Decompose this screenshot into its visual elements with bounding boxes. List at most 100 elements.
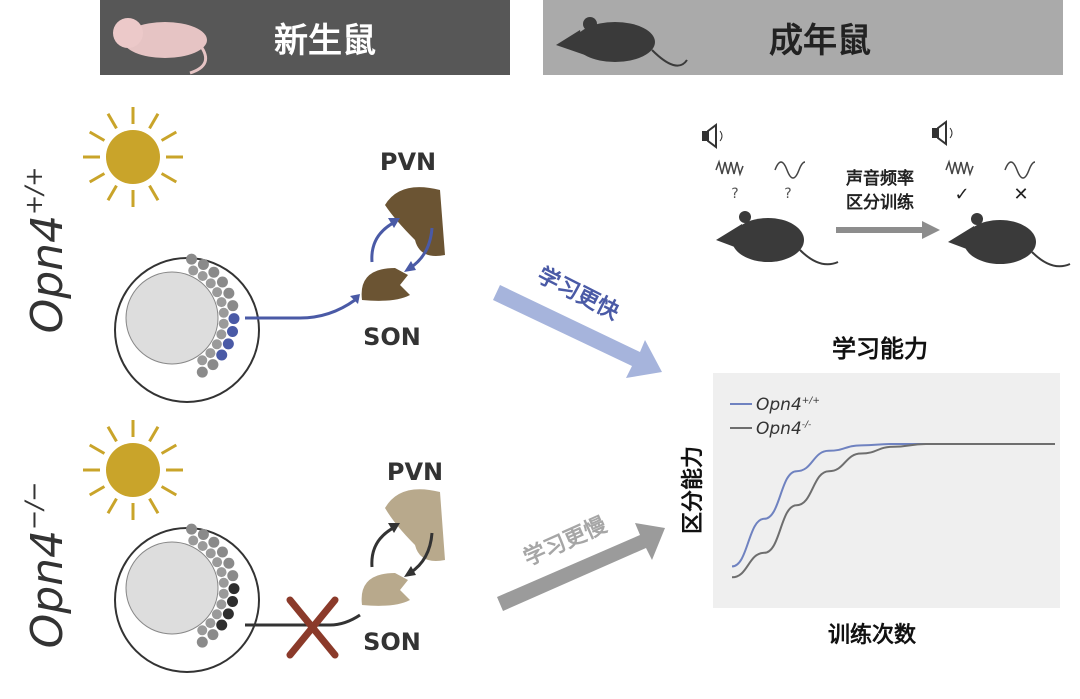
- retina-cell: [228, 583, 240, 595]
- mouse-before-icon: [716, 211, 839, 266]
- retina-cell: [216, 546, 228, 558]
- retina-cell: [196, 366, 208, 378]
- retina-cell: [197, 271, 208, 282]
- low-frequency-wave-icon: [774, 161, 806, 179]
- retina-cell: [228, 313, 240, 325]
- retina-cell: [197, 625, 208, 636]
- retina-cell: [197, 541, 208, 552]
- son-label-ko: SON: [363, 628, 421, 656]
- y-axis-label: 区分能力: [680, 446, 706, 534]
- legend-ko: Opn4-/-: [756, 419, 811, 439]
- retina-cell: [205, 618, 216, 629]
- check-icon: ✓: [954, 184, 969, 205]
- chart-title: 学习能力: [832, 335, 928, 363]
- retina-cell: [218, 577, 229, 588]
- newborn-header: 新生鼠: [100, 0, 510, 75]
- retina-cell: [212, 287, 223, 298]
- training-label-line2: 区分训练: [846, 192, 914, 213]
- retina-cell: [207, 359, 219, 371]
- adult-title: 成年鼠: [769, 21, 871, 61]
- retina-cell: [227, 300, 239, 312]
- speaker-icon: [702, 123, 723, 149]
- adult-mouse-icon: [556, 17, 688, 67]
- sun-ray: [88, 443, 106, 455]
- sun-ray: [148, 112, 160, 130]
- genotype-ko-label: Opn4−/−: [20, 482, 73, 649]
- sun-ray: [88, 130, 106, 142]
- retina-cell: [188, 535, 199, 546]
- sun-ray: [106, 112, 118, 130]
- retina-cell: [216, 297, 227, 308]
- blocked-x-icon: [286, 596, 339, 659]
- legend-wt: Opn4+/+: [756, 395, 820, 415]
- retina-cell: [205, 548, 216, 559]
- training-panel: ? ? ✓ ✕ 声音频率 区分训练: [702, 120, 1071, 268]
- sun-ray: [148, 425, 160, 443]
- genotype-wt-label: Opn4+/+: [20, 167, 73, 334]
- svg-text:Opn4−/−: Opn4−/−: [20, 482, 73, 649]
- plot-area: [713, 373, 1060, 608]
- retina-cell: [211, 339, 222, 350]
- newborn-title: 新生鼠: [274, 21, 376, 61]
- retina-cell: [223, 287, 235, 299]
- retina-cell: [216, 349, 228, 361]
- adult-header: 成年鼠: [543, 0, 1063, 75]
- son-label-wt: SON: [363, 323, 421, 351]
- retina-cell: [211, 609, 222, 620]
- eye-wt: [114, 253, 260, 403]
- retina-cell: [216, 599, 227, 610]
- retina-cell: [222, 338, 234, 350]
- retina-cell: [208, 536, 220, 548]
- high-frequency-wave-icon: [715, 159, 744, 177]
- slower-learning-arrow: 学习更慢: [497, 511, 665, 611]
- retina-cell: [222, 608, 234, 620]
- retina-cell: [216, 619, 228, 631]
- sun-ray: [160, 443, 178, 455]
- pvn-label-wt: PVN: [380, 148, 436, 176]
- retina-cell: [205, 348, 216, 359]
- retina-cell: [197, 259, 209, 271]
- retina-cell: [186, 523, 198, 535]
- retina-cell: [223, 557, 235, 569]
- sun-ray: [88, 485, 106, 497]
- retina-cell: [186, 253, 198, 265]
- svg-text:Opn4+/+: Opn4+/+: [20, 167, 73, 334]
- eye-ko: [114, 523, 260, 673]
- retina-cell: [216, 567, 227, 578]
- sun-ray: [160, 485, 178, 497]
- son-wt: [361, 268, 410, 301]
- retina-cell: [197, 529, 209, 541]
- retina-cell: [216, 329, 227, 340]
- x-axis-label: 训练次数: [828, 622, 917, 648]
- speaker-icon: [932, 120, 953, 146]
- retina-projection-wt: [245, 298, 356, 320]
- sun-icon: [83, 420, 183, 520]
- retina-cell: [212, 557, 223, 568]
- son-ko: [361, 573, 410, 606]
- learning-chart: 学习能力 区分能力 训练次数 Opn4+/+ Opn4-/-: [680, 335, 1060, 648]
- retina-cell: [188, 265, 199, 276]
- sun-icon: [83, 107, 183, 207]
- sun-ray: [148, 497, 160, 515]
- retina-cell: [196, 636, 208, 648]
- mouse-after-icon: [948, 213, 1071, 268]
- sun-ray: [106, 497, 118, 515]
- sun-ray: [160, 130, 178, 142]
- pup-icon: [113, 18, 208, 75]
- question-mark: ?: [784, 186, 791, 202]
- retina-cell: [197, 355, 208, 366]
- retina-cell: [205, 278, 216, 289]
- sun-ray: [160, 172, 178, 184]
- cross-icon: ✕: [1013, 184, 1028, 205]
- training-label-line1: 声音频率: [845, 168, 914, 189]
- series-line-ko: [731, 443, 1055, 579]
- faster-learning-arrow: 学习更快: [493, 262, 662, 378]
- sun-ray: [106, 425, 118, 443]
- sun-ray: [88, 172, 106, 184]
- question-mark: ?: [731, 186, 738, 202]
- retina-cell: [227, 570, 239, 582]
- sun-ray: [106, 184, 118, 202]
- retina-cell: [218, 588, 229, 599]
- retina-cell: [216, 276, 228, 288]
